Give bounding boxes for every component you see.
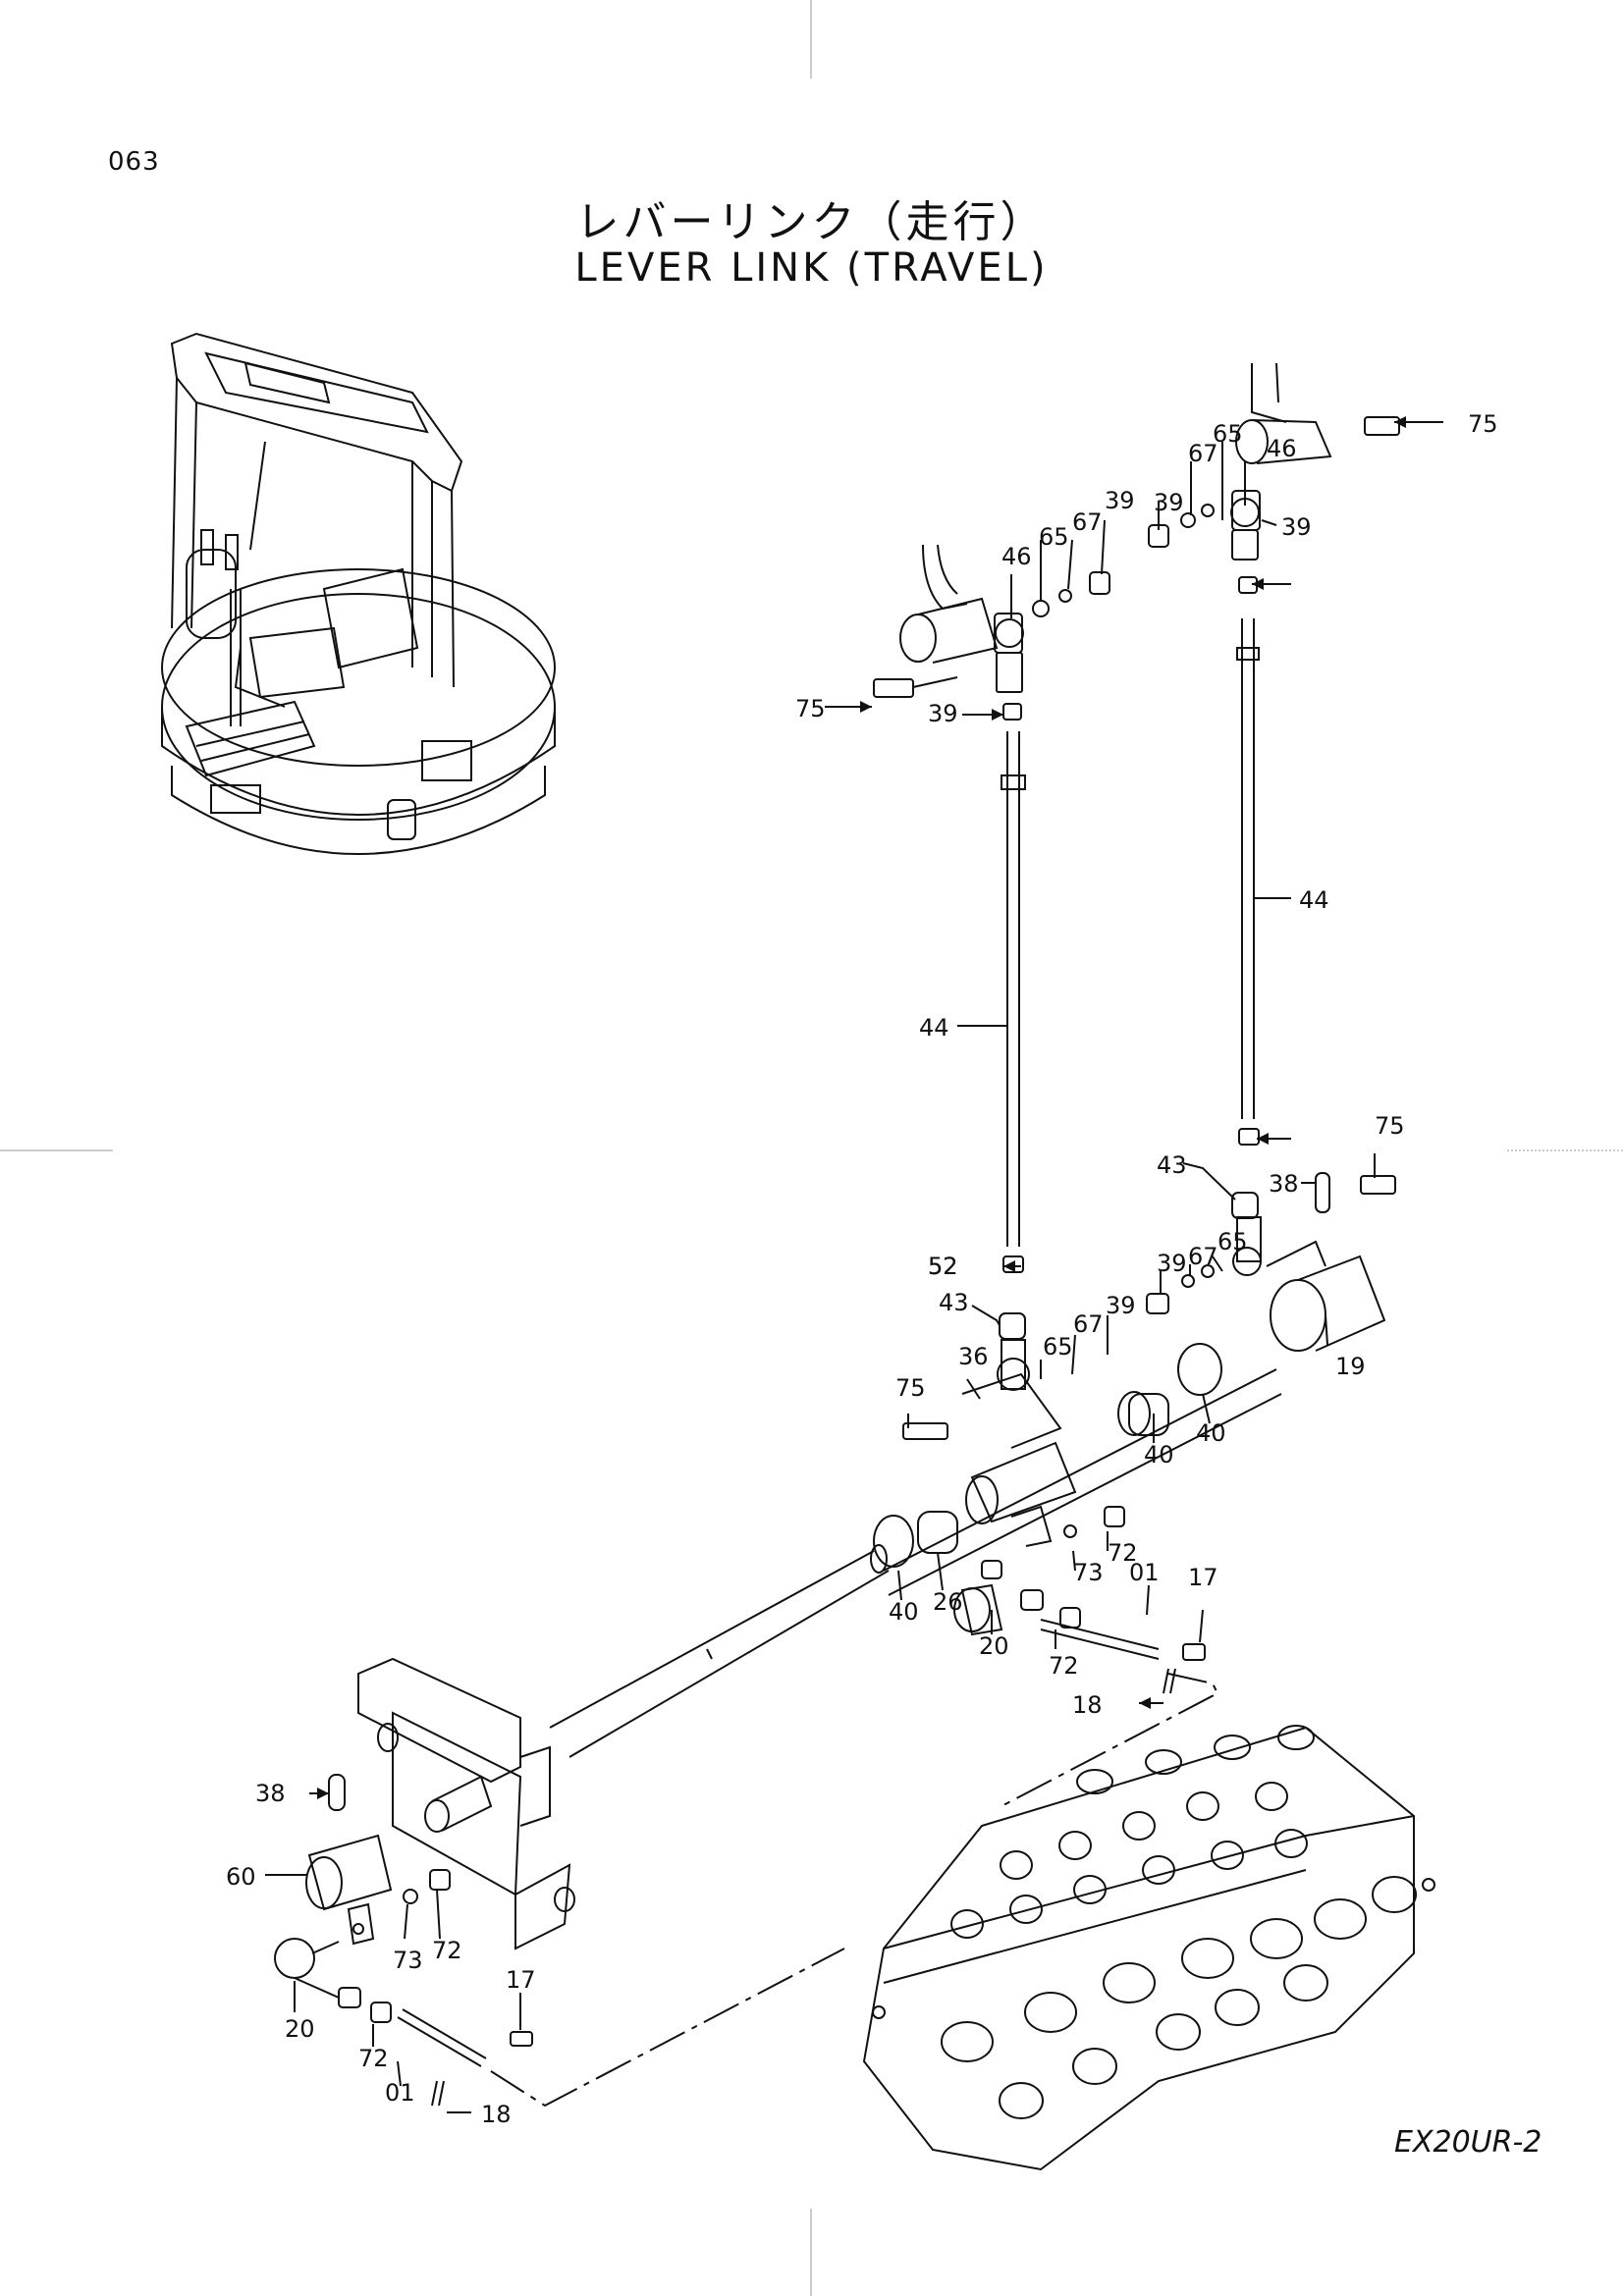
part-label: 17 (506, 1966, 536, 1994)
part-label: 01 (1129, 1559, 1160, 1586)
part-label: 44 (1299, 886, 1329, 914)
part-label: 26 (933, 1588, 963, 1616)
part-label: 20 (285, 2015, 315, 2043)
part-label: 40 (1144, 1441, 1174, 1468)
part-label: 19 (1335, 1353, 1366, 1380)
part-label: 39 (1154, 489, 1184, 516)
part-label: 20 (979, 1632, 1009, 1660)
part-label: 73 (1073, 1559, 1104, 1586)
title-japanese: レバーリンク（走行） (575, 197, 1048, 247)
phantom-lines (490, 1673, 1219, 2108)
part-label: 52 (928, 1253, 958, 1280)
part-label: 40 (889, 1598, 919, 1626)
part-label: 39 (928, 700, 958, 727)
control-valve-block (862, 1725, 1435, 2171)
part-label: 39 (1157, 1250, 1187, 1277)
left-upper-link (873, 544, 1110, 1391)
part-label: 17 (1188, 1564, 1218, 1591)
part-label: 38 (1269, 1170, 1299, 1198)
part-label: 75 (1468, 410, 1498, 438)
part-label: 72 (358, 2045, 389, 2072)
part-label: 52 (928, 1253, 958, 1280)
part-label: 72 (432, 1937, 462, 1964)
part-label: 65 (1039, 523, 1069, 551)
leader-lines (265, 421, 1443, 2113)
part-label: 75 (895, 1374, 926, 1402)
part-label: 65 (1213, 420, 1243, 448)
part-label: 67 (1188, 1243, 1218, 1270)
part-label: 75 (1375, 1112, 1405, 1140)
part-label: 44 (919, 1014, 949, 1041)
part-label: 43 (1157, 1151, 1187, 1179)
part-label: 18 (481, 2101, 512, 2128)
part-label: 72 (1108, 1539, 1138, 1567)
part-label: 65 (1217, 1228, 1248, 1255)
lever-shaft-assembly (357, 1240, 1386, 1950)
part-label: 65 (1043, 1333, 1073, 1361)
part-label: 40 (1196, 1419, 1226, 1447)
part-label: 67 (1073, 1310, 1104, 1338)
part-label: 36 (958, 1343, 989, 1370)
title-english: LEVER LINK (TRAVEL) (574, 245, 1049, 291)
part-label: 39 (1106, 1292, 1136, 1319)
valve-spool-ports (941, 1725, 1417, 2119)
part-label: 60 (226, 1863, 256, 1891)
part-label: 67 (1072, 508, 1103, 536)
part-label: 18 (1072, 1691, 1103, 1719)
part-label: 67 (1188, 440, 1218, 467)
part-label: 39 (1281, 513, 1312, 541)
excavator-overview-illustration (161, 332, 556, 855)
part-label: 75 (795, 695, 826, 722)
arrow-heads (317, 416, 1406, 1799)
page-number: 063 (108, 147, 160, 177)
lower-left-lever-parts (274, 1774, 533, 2107)
part-label: 72 (1049, 1652, 1079, 1680)
part-label: 38 (255, 1780, 286, 1807)
part-label: 73 (393, 1947, 423, 1974)
model-code: EX20UR-2 (1394, 2125, 1542, 2160)
part-label: 39 (1105, 487, 1135, 514)
part-label: 43 (939, 1289, 969, 1316)
part-label: 46 (1267, 435, 1297, 462)
part-label: 46 (1001, 543, 1032, 570)
part-label: 01 (385, 2079, 415, 2107)
